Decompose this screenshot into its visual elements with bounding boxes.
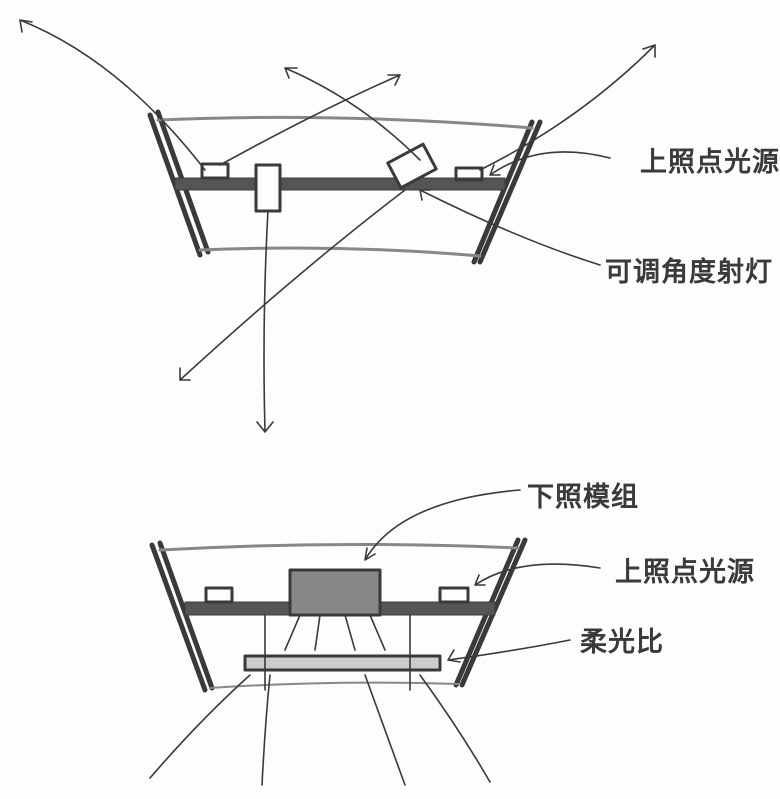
top-light-rays — [19, 19, 656, 433]
bottom-fixture-top-edge — [158, 542, 520, 552]
top-uplight-right — [454, 166, 484, 182]
top-fixture — [19, 19, 656, 433]
top-fixture-bottom-edge — [198, 246, 482, 258]
top-leader-lines — [419, 151, 611, 266]
bottom-leader-lines — [364, 489, 601, 663]
downlight-module-box — [288, 568, 382, 617]
top-fixture-right-wall — [471, 119, 543, 265]
top-downlight-box — [254, 163, 282, 213]
top-fixture-top-edge — [156, 115, 534, 130]
bottom-fixture-bottom-edge — [209, 681, 459, 689]
bottom-uplight-right — [438, 586, 470, 604]
label-bottom-uplight-point-source: 上照点光源 — [615, 557, 755, 588]
bottom-uplight-left — [204, 586, 234, 604]
bottom-light-rays — [149, 614, 491, 786]
adjustable-spotlight-box — [386, 142, 438, 190]
label-adjustable-spotlight: 可调角度射灯 — [605, 257, 773, 288]
bottom-fixture — [149, 489, 601, 786]
diffuser-plate — [243, 654, 442, 672]
bottom-fixture-left-wall — [149, 540, 215, 693]
top-uplight-left — [200, 162, 230, 180]
label-top-uplight-point-source: 上照点光源 — [640, 147, 780, 178]
label-downlight-module: 下照模组 — [527, 482, 639, 513]
label-diffuser: 柔光比 — [580, 627, 664, 658]
